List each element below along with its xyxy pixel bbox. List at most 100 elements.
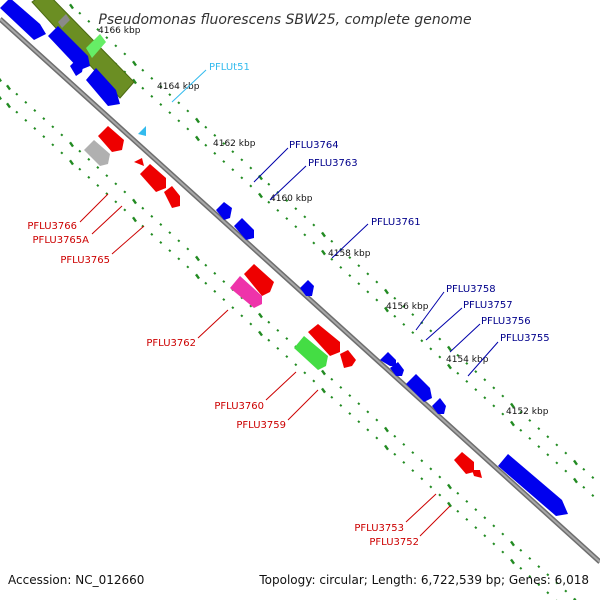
- gene-label-forward[interactable]: PFLU3758: [446, 284, 496, 295]
- tick-dot: [258, 312, 263, 319]
- tick-dot: [186, 127, 190, 131]
- gene-label-reverse[interactable]: PFLU3762: [146, 338, 196, 349]
- gene-forward[interactable]: [0, 0, 46, 40]
- tick-dot: [276, 346, 280, 350]
- gene-reverse[interactable]: [244, 264, 274, 296]
- tick-dot: [474, 388, 478, 392]
- tick-dot: [510, 558, 515, 565]
- gene-forward[interactable]: [498, 454, 568, 516]
- gene-label-reverse[interactable]: PFLU3765: [60, 255, 110, 266]
- tick-dot: [0, 77, 2, 83]
- gene-reverse-green[interactable]: [294, 336, 328, 370]
- kbp-label: 4152 kbp: [506, 407, 549, 417]
- tick-dot: [384, 288, 389, 295]
- tick-dot: [447, 345, 452, 352]
- tick-dot: [483, 378, 487, 382]
- tick-dot: [285, 337, 289, 341]
- tick-dot: [357, 420, 361, 424]
- tick-dot: [42, 135, 46, 139]
- trna-gene[interactable]: [138, 126, 146, 136]
- gene-reverse[interactable]: [98, 126, 124, 152]
- tick-dot: [429, 347, 433, 351]
- tick-dot: [321, 387, 326, 394]
- tick-dot: [591, 476, 595, 479]
- gene-reverse[interactable]: [164, 186, 180, 208]
- gene-label-forward[interactable]: PFLU3757: [463, 300, 513, 311]
- tick-dot: [204, 263, 208, 267]
- gene-reverse[interactable]: [454, 452, 474, 474]
- trna-label[interactable]: PFLUt51: [209, 62, 250, 73]
- tick-dot: [402, 304, 406, 308]
- tick-dot: [195, 273, 200, 280]
- tick-dot: [132, 198, 137, 205]
- gene-label-reverse[interactable]: PFLU3752: [369, 537, 419, 548]
- tick-dot: [222, 142, 226, 146]
- gene-label-reverse[interactable]: PFLU3765A: [33, 235, 90, 246]
- gene-reverse-pink[interactable]: [230, 276, 262, 308]
- gene-forward[interactable]: [300, 280, 314, 296]
- tick-dot: [240, 314, 244, 318]
- gene-forward[interactable]: [86, 68, 120, 106]
- gene-reverse[interactable]: [340, 350, 356, 368]
- tick-dot: [501, 394, 505, 398]
- tick-dot: [438, 337, 442, 341]
- tick-dot: [6, 84, 11, 91]
- tick-dot: [393, 434, 397, 438]
- tick-dot: [330, 239, 334, 243]
- tick-dot: [303, 371, 307, 375]
- tick-dot: [114, 200, 118, 204]
- gene-forward[interactable]: [406, 374, 432, 402]
- gene-label-forward[interactable]: PFLU3755: [500, 333, 550, 344]
- gene-reverse[interactable]: [472, 470, 482, 478]
- tick-dot: [150, 214, 154, 218]
- tick-dot: [447, 363, 452, 370]
- tick-dot: [294, 363, 298, 367]
- gene-label-reverse[interactable]: PFLU3760: [214, 401, 264, 412]
- gene-label-forward[interactable]: PFLU3761: [371, 217, 421, 228]
- tick-dot: [42, 117, 46, 121]
- gene-label-forward[interactable]: PFLU3764: [289, 140, 339, 151]
- gene-label-forward[interactable]: PFLU3763: [308, 158, 358, 169]
- gene-forward[interactable]: [390, 362, 404, 376]
- gene-label-reverse[interactable]: PFLU3759: [236, 420, 286, 431]
- tick-dot: [546, 453, 550, 457]
- gene-forward[interactable]: [380, 352, 396, 366]
- tick-dot: [105, 36, 109, 40]
- tick-dot: [276, 208, 280, 212]
- tick-dot: [105, 174, 109, 178]
- tick-dot: [177, 257, 181, 261]
- tick-dot: [411, 313, 415, 317]
- gene-pseudo[interactable]: [84, 140, 110, 166]
- gene-label-reverse[interactable]: PFLU3766: [27, 221, 77, 232]
- tick-dot: [474, 526, 478, 530]
- tick-dot: [186, 247, 190, 251]
- gene-label-reverse[interactable]: PFLU3753: [354, 523, 404, 534]
- tick-dot: [546, 591, 550, 595]
- tick-dot: [411, 331, 415, 335]
- tick-dot: [348, 256, 352, 260]
- tick-dot: [96, 184, 100, 187]
- tick-dot: [258, 330, 263, 337]
- gene-forward[interactable]: [234, 218, 254, 240]
- gene-reverse[interactable]: [134, 158, 144, 166]
- tick-dot: [510, 402, 515, 409]
- tick-dot: [123, 208, 127, 212]
- tick-dot: [366, 272, 370, 276]
- kbp-label: 4160 kbp: [270, 194, 313, 204]
- kbp-label: 4158 kbp: [328, 249, 371, 259]
- gene-label-forward[interactable]: PFLU3756: [481, 316, 531, 327]
- kbp-tick-labels: 4166 kbp 4164 kbp 4162 kbp 4160 kbp 4158…: [98, 26, 549, 417]
- tick-dot: [69, 3, 74, 10]
- tick-dot: [411, 451, 415, 455]
- kbp-label: 4164 kbp: [157, 82, 200, 92]
- gene-reverse[interactable]: [140, 164, 166, 192]
- gene-forward[interactable]: [216, 202, 232, 220]
- tick-dot: [537, 445, 541, 449]
- tick-dot: [132, 60, 137, 67]
- tick-dot: [492, 404, 496, 408]
- gene-reverse[interactable]: [308, 324, 340, 356]
- gene-forward[interactable]: [70, 56, 84, 76]
- gene-forward[interactable]: [432, 398, 446, 414]
